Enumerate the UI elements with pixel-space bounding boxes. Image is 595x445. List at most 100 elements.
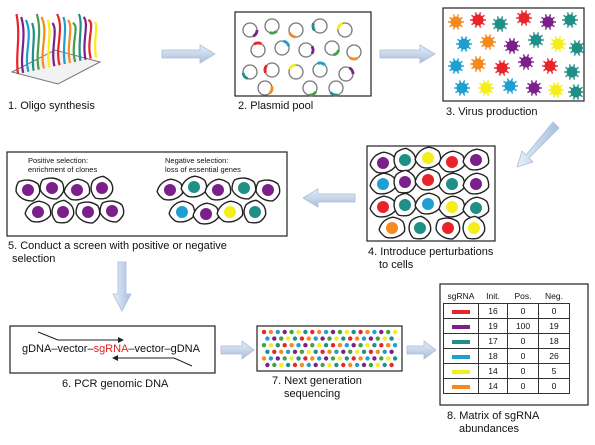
- sequencing-read-dot: [351, 356, 356, 361]
- cell-nucleus: [188, 181, 200, 193]
- virus-capsid: [550, 84, 562, 96]
- sequencing-read-dot: [372, 329, 377, 335]
- cell: [462, 172, 490, 195]
- cell-nucleus: [470, 154, 482, 166]
- sequencing-reads: [261, 329, 398, 368]
- positive-selection-line-1: Positive selection:: [28, 156, 89, 165]
- sequencing-read-dot: [313, 336, 318, 341]
- sequencing-read-dot: [392, 329, 398, 335]
- arrow-1-to-2: [161, 44, 216, 64]
- sequencing-read-dot: [389, 362, 394, 368]
- virus-particle: [478, 80, 494, 96]
- sequencing-read-dot: [334, 336, 339, 341]
- pcr-primers: [37, 331, 193, 367]
- sequencing-read-dot: [272, 349, 277, 354]
- oligo-strands: [15, 13, 98, 75]
- init-value: 16: [478, 303, 508, 319]
- sequencing-read-dot: [382, 336, 387, 341]
- virus-particle: [502, 78, 518, 94]
- sgrna-color-swatch: [452, 384, 470, 389]
- sequencing-read-dot: [379, 329, 384, 335]
- sequencing-read-dot: [392, 343, 398, 348]
- sequencing-read-dot: [327, 349, 332, 354]
- sequencing-read-dot: [341, 349, 346, 354]
- cell: [63, 178, 91, 201]
- sequencing-read-dot: [285, 349, 291, 354]
- plasmid-ring: [274, 40, 290, 56]
- virus-particle: [454, 80, 470, 96]
- plasmid-ring: [288, 64, 304, 80]
- cell-nucleus: [470, 202, 482, 214]
- plasmid-insert: [282, 39, 291, 47]
- positive-selection-line-2: enrichment of clones: [28, 165, 98, 174]
- cell: [393, 169, 417, 194]
- sgrna-label: sgRNA: [93, 343, 129, 355]
- sequencing-read-dot: [268, 343, 274, 348]
- step-4-caption: 4. Introduce perturbations to cells: [368, 246, 493, 272]
- sequencing-read-dot: [272, 336, 277, 341]
- sequencing-read-dot: [323, 343, 329, 348]
- oligo-strand: [72, 21, 77, 63]
- negative-selection-line-1: Negative selection:: [165, 156, 229, 165]
- sequencing-read-dot: [323, 356, 329, 361]
- cell: [438, 172, 466, 195]
- sequencing-read-dot: [268, 329, 274, 335]
- oligo-strand: [35, 13, 41, 70]
- cell-nucleus: [422, 174, 434, 186]
- sequencing-read-dot: [327, 362, 332, 368]
- cell-nucleus: [446, 201, 458, 213]
- virus-particle: [548, 82, 564, 98]
- sequencing-read-dot: [279, 349, 284, 354]
- cell-nucleus: [176, 206, 188, 218]
- sequencing-read-dot: [330, 356, 336, 361]
- oligo-strand: [46, 19, 51, 68]
- header-init: Init.: [486, 290, 500, 301]
- virus-particle: [550, 36, 566, 52]
- cell-nucleus: [399, 176, 411, 188]
- sgrna-swatch-cell: [443, 378, 479, 394]
- cell-nucleus: [212, 184, 224, 196]
- cell: [15, 179, 41, 202]
- init-value: 14: [478, 378, 508, 394]
- virus-particle: [564, 64, 580, 80]
- cell-nucleus: [224, 206, 236, 218]
- cell-nucleus: [238, 182, 250, 194]
- sequencing-read-dot: [348, 362, 353, 368]
- sgrna-swatch-cell: [443, 333, 479, 349]
- cell-nucleus: [164, 184, 176, 196]
- sequencing-read-dot: [306, 336, 311, 341]
- neg-value: 26: [538, 348, 570, 364]
- plasmid: [242, 22, 259, 38]
- step-7-line-2: sequencing: [284, 388, 341, 400]
- negative-selection-label: Negative selection: loss of essential ge…: [165, 156, 241, 174]
- sgrna-swatch-cell: [443, 318, 479, 334]
- cell: [438, 195, 466, 218]
- cell: [216, 200, 244, 223]
- sequencing-read-dot: [341, 362, 346, 368]
- sequencing-read-dot: [327, 336, 332, 341]
- virus-particle: [470, 56, 486, 72]
- sequencing-read-dot: [334, 362, 339, 368]
- sequencing-read-dot: [334, 349, 339, 354]
- cell-nucleus: [57, 206, 69, 218]
- cell-nucleus: [399, 199, 411, 211]
- virus-capsid: [480, 82, 492, 94]
- sequencing-read-dot: [341, 336, 346, 341]
- header-sgrna: sgRNA: [447, 290, 475, 301]
- cell: [51, 199, 75, 224]
- plasmid-insert: [311, 22, 316, 32]
- sequencing-read-dot: [292, 336, 298, 341]
- virus-capsid: [504, 80, 516, 92]
- cell: [24, 200, 52, 223]
- cell-nucleus: [442, 222, 454, 234]
- cell: [39, 177, 65, 200]
- cell: [393, 147, 417, 172]
- sequencing-read-dot: [365, 356, 370, 361]
- plasmid-insert: [269, 29, 278, 35]
- sequencing-read-dot: [320, 336, 325, 341]
- cell-nucleus: [446, 178, 458, 190]
- cell-nucleus: [262, 184, 274, 196]
- sequencing-read-dot: [337, 356, 343, 361]
- sequencing-read-dot: [389, 349, 394, 354]
